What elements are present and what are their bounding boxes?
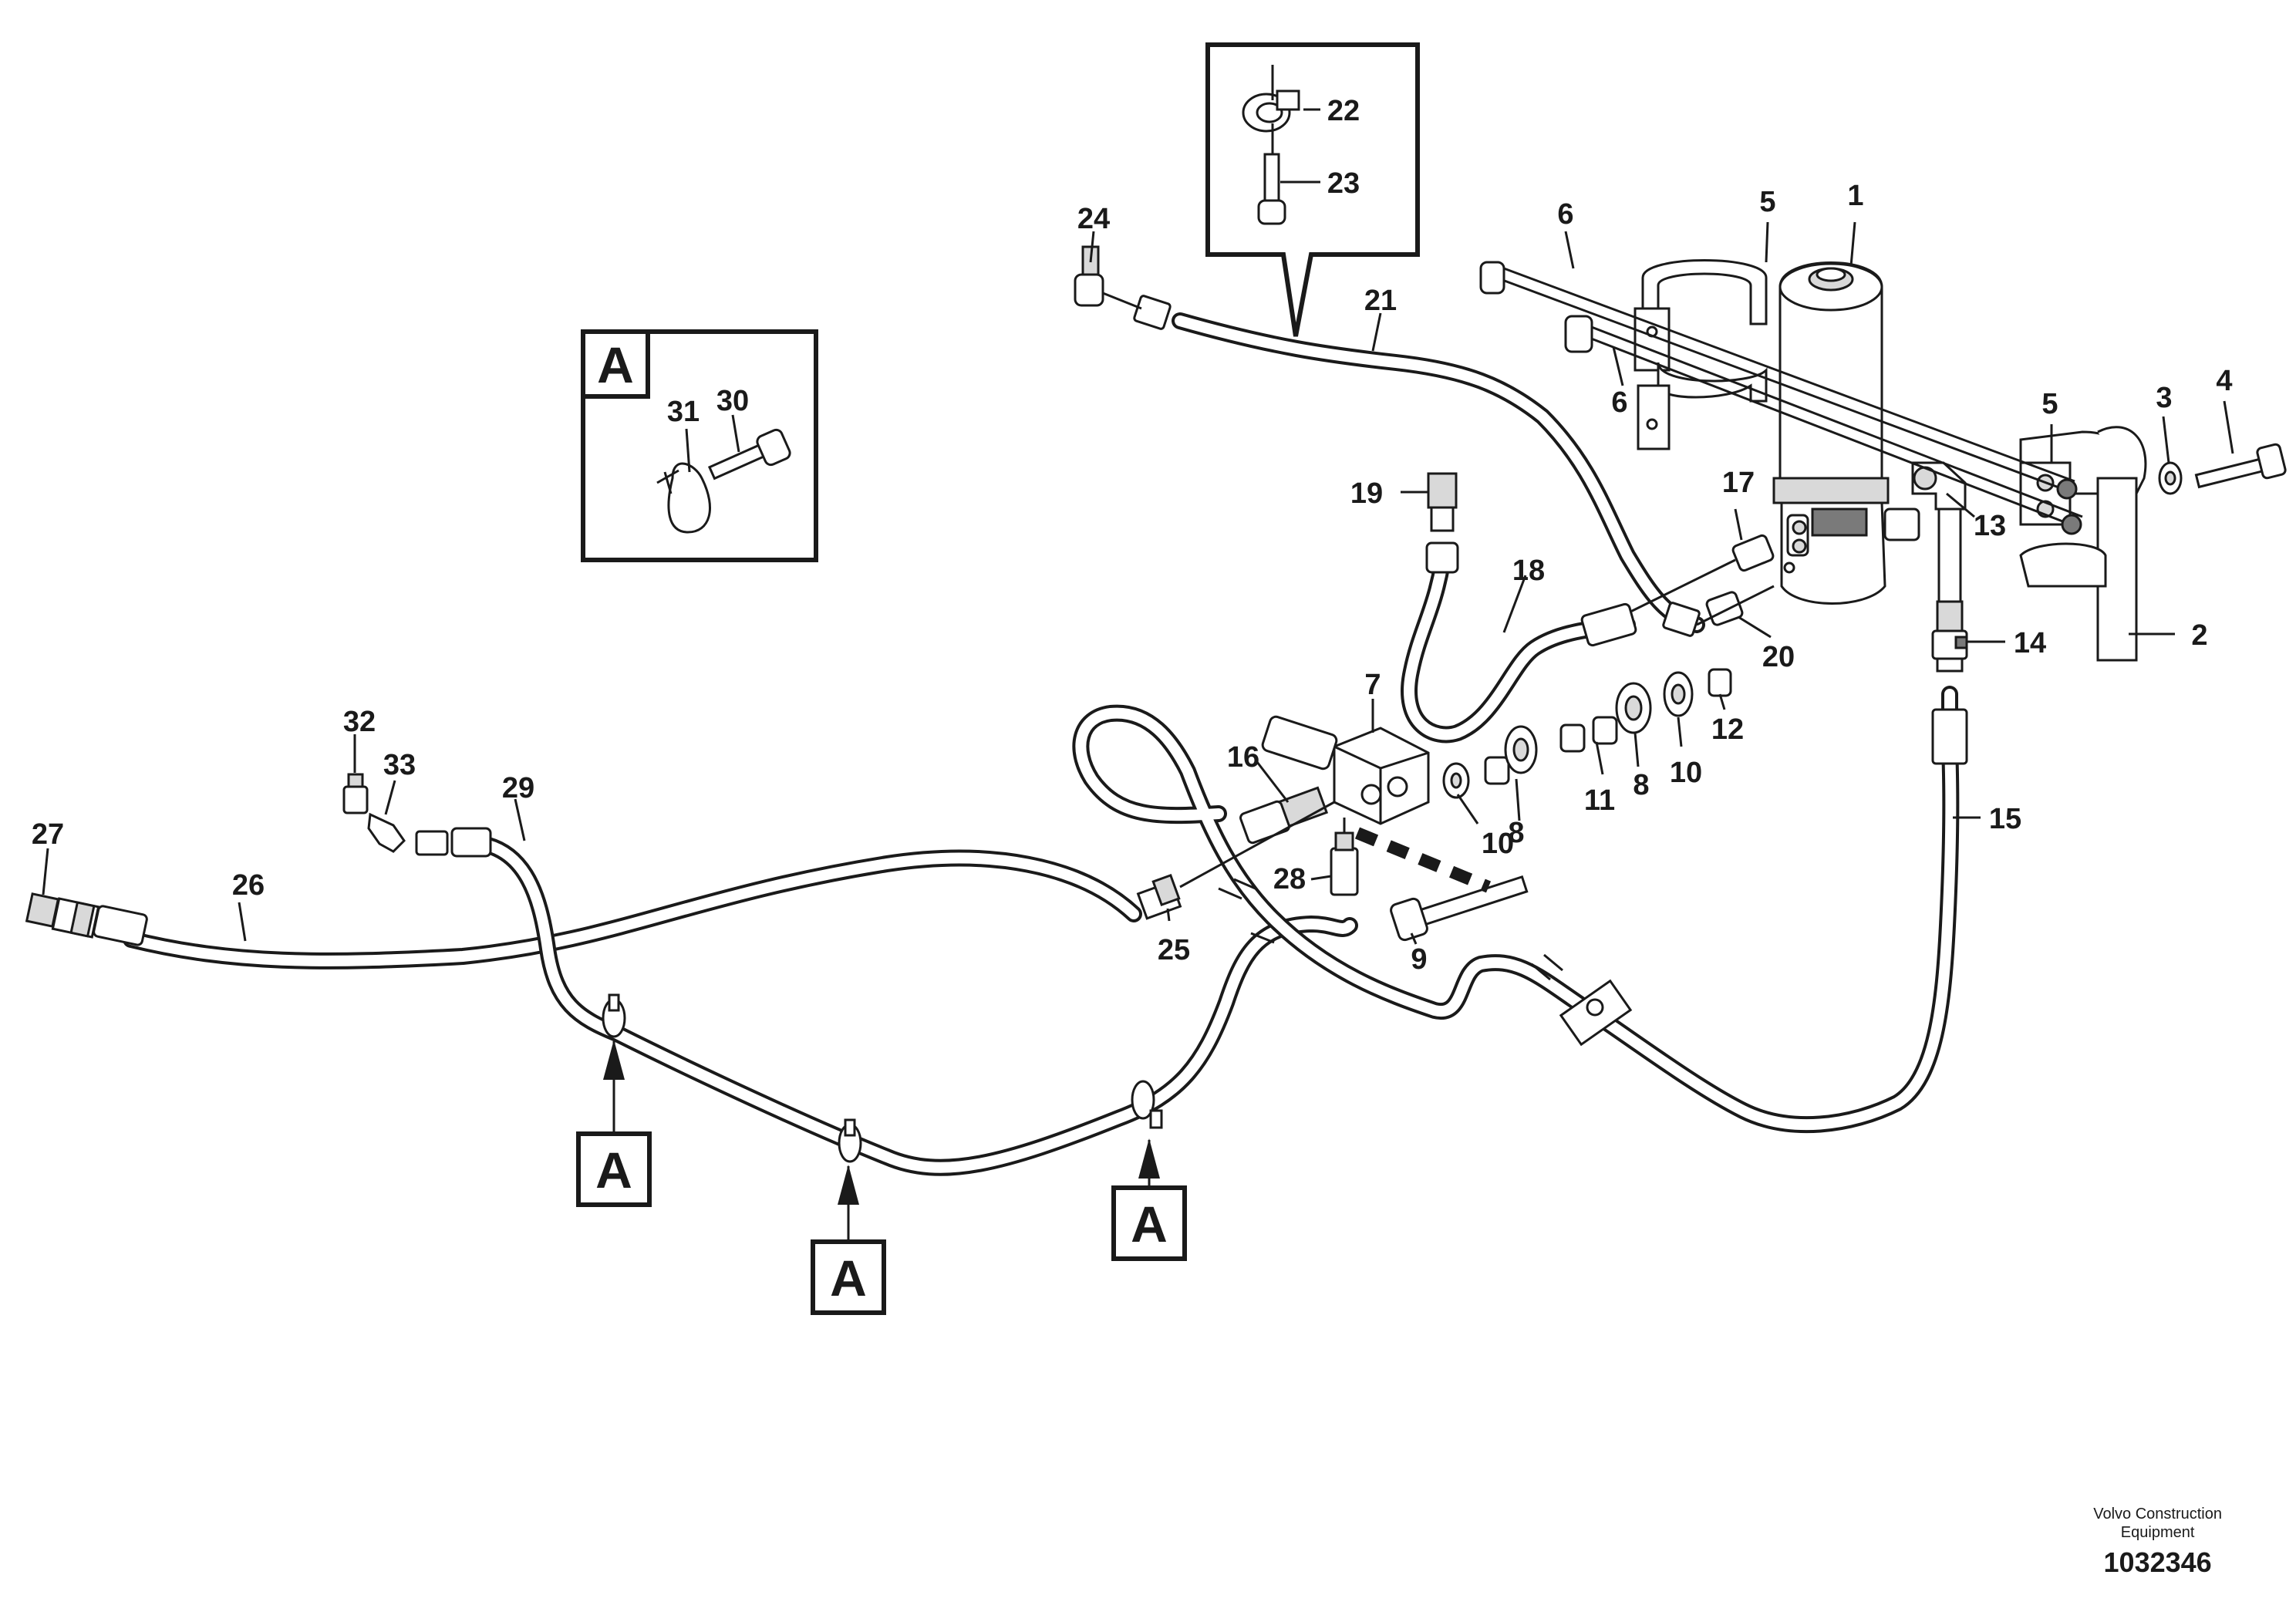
inset-detail-clamp: [1205, 42, 1420, 337]
hose-18: [1401, 555, 1636, 744]
callout-26: 26: [232, 869, 265, 902]
fitting-33: [367, 812, 492, 858]
callout-19: 19: [1350, 477, 1383, 510]
callout-29: 29: [502, 772, 534, 804]
bracket-2: [2019, 426, 2147, 662]
fitting-27: [25, 892, 148, 946]
callout-6a: 6: [1557, 198, 1573, 231]
detail-marker-3-letter: A: [1131, 1195, 1168, 1253]
detail-marker-2-letter: A: [830, 1249, 867, 1307]
callout-17: 17: [1722, 467, 1755, 499]
callout-23: 23: [1327, 167, 1360, 200]
callout-18: 18: [1512, 555, 1545, 587]
fitting-32: [342, 773, 369, 814]
bolt-30: [707, 428, 791, 481]
bolt-4: [2194, 443, 2287, 489]
callout-27: 27: [32, 818, 64, 851]
inset-letter: A: [597, 336, 634, 393]
detail-marker-3: A: [1111, 1185, 1187, 1261]
drawing-number: 1032346: [2103, 1546, 2212, 1578]
bolts-6: [1479, 261, 2083, 535]
leaders: [42, 221, 2234, 945]
callout-4: 4: [2216, 365, 2232, 397]
filter-housing-1: [1772, 261, 1920, 605]
fitting-17: [1619, 534, 1775, 619]
fitting-19: [1425, 472, 1459, 574]
callout-28: 28: [1273, 863, 1306, 895]
callout-7: 7: [1364, 669, 1381, 701]
callout-10b: 10: [1670, 757, 1702, 789]
fitting-21-end: [1662, 602, 1701, 637]
footer-brand: Volvo Construction Equipment 1032346: [2093, 1505, 2222, 1579]
callout-25: 25: [1158, 934, 1190, 966]
clamp-block: [1559, 979, 1633, 1047]
bolt-9: [1390, 875, 1529, 942]
hose-21: [1172, 312, 1705, 633]
seals-row: [1442, 668, 1732, 799]
hose-15: [1931, 646, 1968, 765]
break-marks: [1218, 878, 1563, 981]
callout-15: 15: [1989, 803, 2021, 835]
callout-labels: 1 2 3 4 5 5 6 6 7 8 8 9 10 10 11 12 13 1…: [32, 95, 2233, 976]
callout-2: 2: [2191, 619, 2207, 652]
hose-29: [454, 833, 1358, 1176]
callout-33: 33: [383, 749, 416, 781]
callout-22: 22: [1327, 95, 1360, 127]
callout-8a: 8: [1508, 817, 1524, 849]
callout-3: 3: [2156, 382, 2172, 414]
callout-5b: 5: [2041, 388, 2058, 420]
callout-1: 1: [1847, 180, 1863, 212]
callout-10a: 10: [1482, 828, 1514, 860]
detail-arrows: [603, 1040, 1160, 1242]
callout-32: 32: [343, 706, 376, 738]
fitting-14: [1931, 506, 1968, 660]
brand-line-2: Equipment: [2120, 1524, 2195, 1541]
fitting-18-end: [1580, 602, 1637, 647]
clamp-22: [1242, 65, 1300, 133]
callout-5a: 5: [1759, 186, 1775, 218]
fitting-24: [1074, 245, 1172, 330]
callout-30: 30: [716, 385, 749, 417]
fitting-20: [1696, 585, 1775, 626]
callout-20: 20: [1762, 641, 1795, 673]
valve-block-7: [1333, 727, 1430, 825]
inset-detail-a: A: [581, 329, 818, 562]
callout-12: 12: [1711, 713, 1744, 746]
detail-marker-2: A: [811, 1239, 886, 1315]
callout-14: 14: [2014, 627, 2046, 659]
callout-6b: 6: [1611, 386, 1627, 419]
callout-13: 13: [1974, 510, 2006, 542]
brand-line-1: Volvo Construction: [2093, 1506, 2222, 1523]
detail-marker-1: A: [576, 1131, 652, 1207]
callout-21: 21: [1364, 285, 1397, 317]
bolt-23: [1257, 123, 1286, 225]
callout-31: 31: [667, 396, 700, 428]
callout-9: 9: [1411, 943, 1427, 976]
hose-26: [123, 849, 1142, 969]
hose-loop-lower: [1072, 704, 1960, 1134]
callout-24: 24: [1077, 203, 1110, 235]
detail-marker-1-letter: A: [595, 1141, 632, 1199]
fitting-25: [1136, 801, 1335, 920]
callout-16: 16: [1227, 741, 1259, 774]
callout-8b: 8: [1633, 769, 1649, 801]
washer-3: [2158, 461, 2183, 495]
dashed-link: [1354, 827, 1492, 893]
hose-clips: [602, 993, 1163, 1163]
fitting-28: [1330, 818, 1359, 896]
clip-31: [656, 462, 711, 534]
switch-16: [1239, 715, 1338, 845]
callout-11: 11: [1584, 784, 1615, 817]
